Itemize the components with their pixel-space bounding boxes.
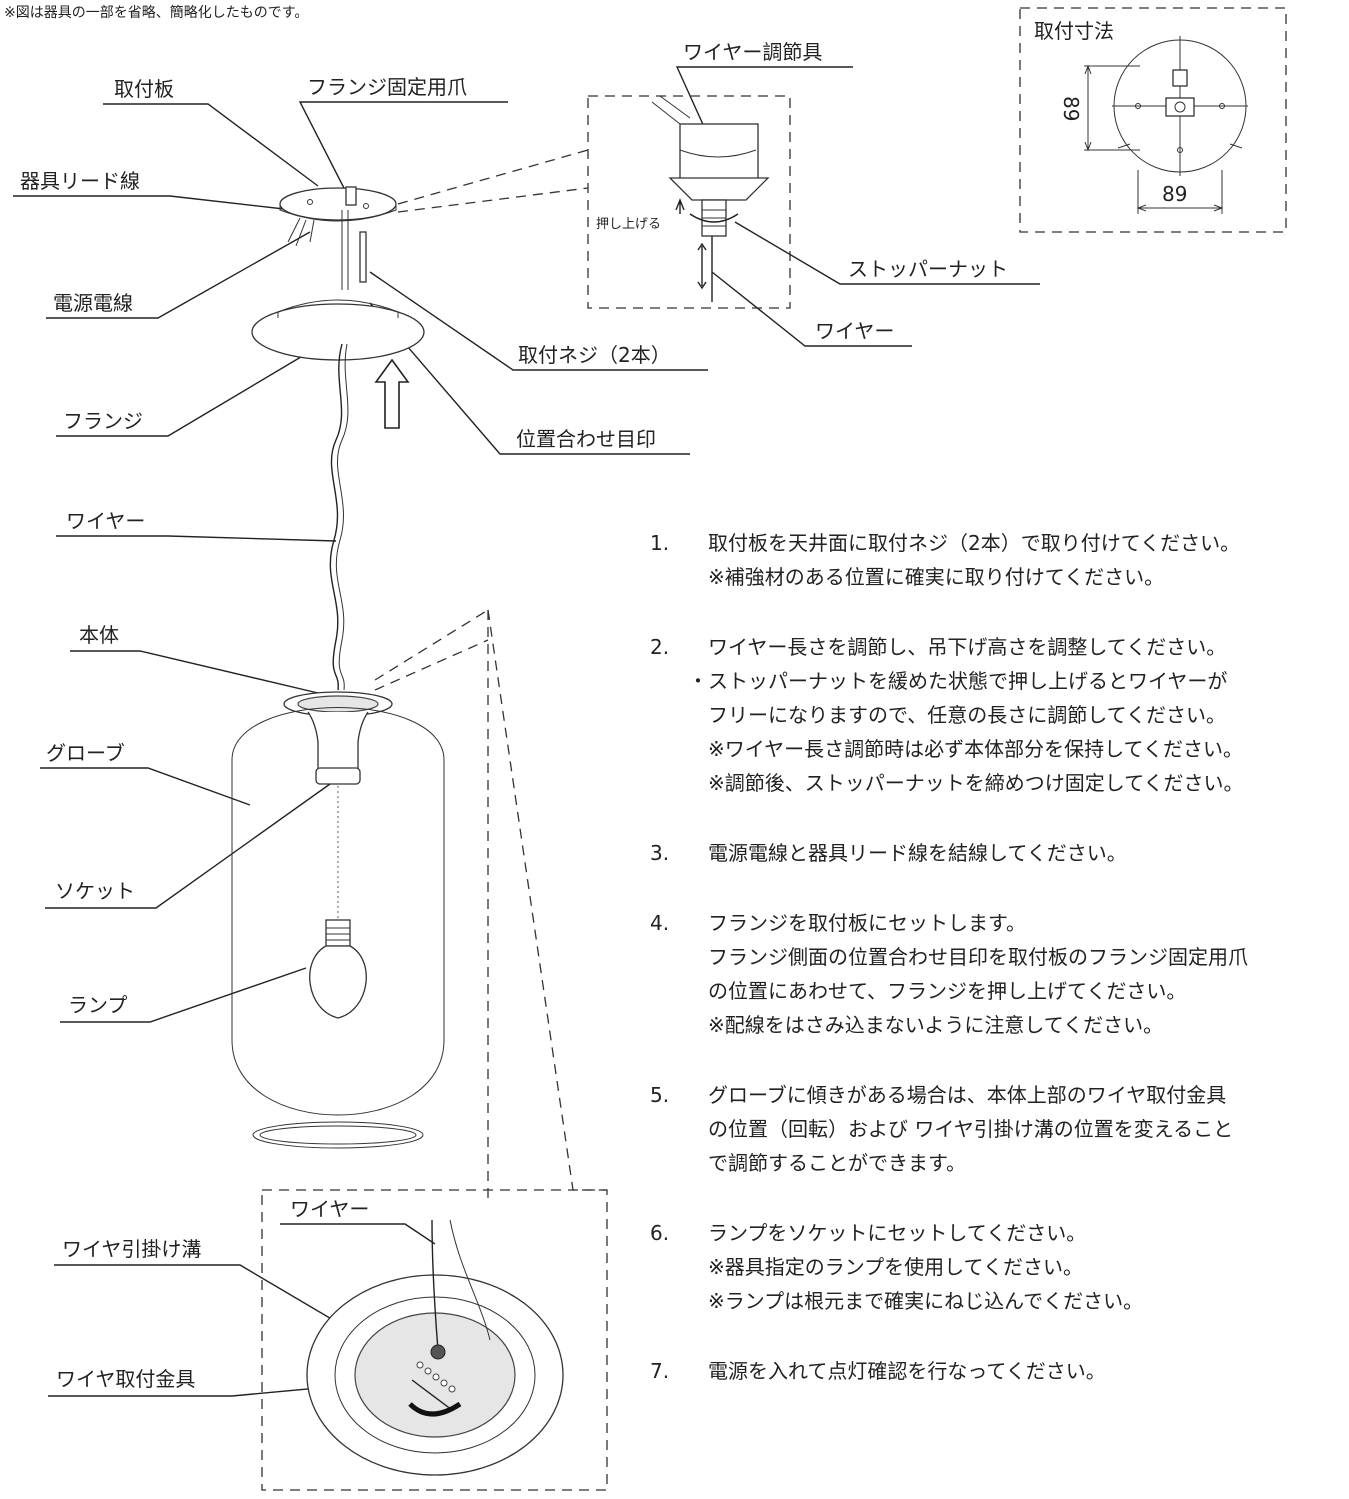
label-mounting-plate: 取付板 bbox=[103, 77, 319, 187]
step-subtext: ※ランプは根元まで確実にねじ込んでください。 bbox=[708, 1289, 1144, 1313]
step-text: ランプをソケットにセットしてください。 bbox=[708, 1221, 1087, 1245]
step-bullet: ・ストッパーナットを緩めた状態で押し上げるとワイヤーが bbox=[688, 669, 1228, 693]
detail-box-adjuster bbox=[587, 95, 791, 309]
step-number: 2. bbox=[650, 635, 670, 659]
label-wire-adjuster: ワイヤー調節具 bbox=[675, 40, 853, 141]
label-flange-claw: フランジ固定用爪 bbox=[298, 75, 508, 193]
dimension-vertical-value: 89 bbox=[1059, 96, 1083, 121]
label-fixture-lead: 器具リード線 bbox=[13, 169, 311, 213]
step-subtext: ※ワイヤー長さ調節時は必ず本体部分を保持してください。 bbox=[708, 737, 1243, 761]
label-wire-main-text: ワイヤー bbox=[66, 509, 145, 533]
label-push-up-text: 押し上げる bbox=[596, 217, 661, 232]
step-text: 取付板を天井面に取付ネジ（2本）で取り付けてください。 bbox=[708, 531, 1241, 555]
label-flange-claw-text: フランジ固定用爪 bbox=[307, 75, 467, 99]
label-wire-bracket-text: ワイヤ取付金具 bbox=[56, 1367, 195, 1391]
label-power-wire-text: 電源電線 bbox=[53, 291, 133, 315]
step-6: 6. ランプをソケットにセットしてください。 ※器具指定のランプを使用してください… bbox=[650, 1216, 1340, 1318]
label-alignment-mark-text: 位置合わせ目印 bbox=[516, 427, 656, 451]
glass-globe-drawing bbox=[231, 707, 445, 1116]
step-subtext: で調節することができます。 bbox=[708, 1151, 966, 1175]
step-text: ワイヤー長さを調節し、吊下げ高さを調整してください。 bbox=[708, 635, 1227, 659]
label-wire-hook-groove-text: ワイヤ引掛け溝 bbox=[62, 1237, 201, 1261]
label-stopper-nut: ストッパーナット bbox=[734, 221, 1040, 285]
label-lamp: ランプ bbox=[60, 967, 307, 1023]
step-text: 電源を入れて点灯確認を行なってください。 bbox=[708, 1359, 1106, 1383]
instruction-steps: 1. 取付板を天井面に取付ネジ（2本）で取り付けてください。 ※補強材のある位置に… bbox=[650, 526, 1340, 1424]
label-stopper-nut-text: ストッパーナット bbox=[848, 257, 1008, 281]
label-wire-detail-top: ワイヤー bbox=[711, 271, 912, 347]
step-text: 電源電線と器具リード線を結線してください。 bbox=[708, 841, 1127, 865]
label-fixture-lead-text: 器具リード線 bbox=[20, 169, 140, 193]
pendant-body-drawing bbox=[283, 691, 393, 785]
wire-adjuster-drawing bbox=[651, 95, 770, 302]
dimension-horizontal-value: 89 bbox=[1162, 182, 1187, 206]
step-subtext: フリーになりますので、任意の長さに調節してください。 bbox=[708, 703, 1226, 727]
step-7: 7. 電源を入れて点灯確認を行なってください。 bbox=[650, 1354, 1340, 1388]
flange-drawing bbox=[251, 299, 425, 361]
label-mounting-screw: 取付ネジ（2本） bbox=[369, 271, 708, 371]
dimension-box bbox=[1019, 7, 1287, 233]
step-text: フランジを取付板にセットします。 bbox=[708, 911, 1026, 935]
disclaimer-note: ※図は器具の一部を省略、簡略化したものです。 bbox=[4, 5, 309, 21]
lamp-bulb-drawing bbox=[309, 919, 367, 1019]
step-5: 5. グローブに傾きがある場合は、本体上部のワイヤ取付金具 の位置（回転）および … bbox=[650, 1078, 1340, 1180]
label-wire-main: ワイヤー bbox=[56, 509, 337, 542]
label-wire-detail-bottom: ワイヤー bbox=[280, 1197, 436, 1245]
label-body: 本体 bbox=[70, 623, 319, 694]
step-subtext: ※調節後、ストッパーナットを締めつけ固定してください。 bbox=[708, 771, 1244, 795]
step-text: グローブに傾きがある場合は、本体上部のワイヤ取付金具 bbox=[708, 1083, 1227, 1107]
step-1: 1. 取付板を天井面に取付ネジ（2本）で取り付けてください。 ※補強材のある位置に… bbox=[650, 526, 1340, 594]
label-mounting-plate-text: 取付板 bbox=[114, 77, 174, 101]
step-3: 3. 電源電線と器具リード線を結線してください。 bbox=[650, 836, 1340, 870]
label-alignment-mark: 位置合わせ目印 bbox=[369, 302, 690, 455]
bracket-detail-drawing bbox=[306, 1219, 564, 1476]
label-body-text: 本体 bbox=[79, 623, 119, 647]
label-power-wire: 電源電線 bbox=[46, 231, 311, 319]
wire-drawing bbox=[329, 343, 343, 691]
step-4: 4. フランジを取付板にセットします。 フランジ側面の位置合わせ目印を取付板のフラ… bbox=[650, 906, 1340, 1042]
label-wire-detail-top-text: ワイヤー bbox=[815, 319, 894, 343]
step-number: 3. bbox=[650, 841, 670, 865]
label-socket-text: ソケット bbox=[55, 879, 135, 903]
dimension-title: 取付寸法 bbox=[1034, 19, 1114, 43]
step-subtext: の位置にあわせて、フランジを押し上げてください。 bbox=[708, 979, 1187, 1003]
step-subtext: ※補強材のある位置に確実に取り付けてください。 bbox=[708, 565, 1165, 589]
step-2: 2. ワイヤー長さを調節し、吊下げ高さを調整してください。 ・ストッパーナットを緩… bbox=[650, 630, 1340, 800]
label-mounting-screw-text: 取付ネジ（2本） bbox=[518, 343, 671, 367]
step-subtext: フランジ側面の位置合わせ目印を取付板のフランジ固定用爪 bbox=[708, 945, 1248, 969]
label-socket: ソケット bbox=[45, 783, 331, 909]
push-up-arrow-icon bbox=[374, 358, 410, 429]
step-number: 4. bbox=[650, 911, 670, 935]
step-subtext: ※配線をはさみ込まないように注意してください。 bbox=[708, 1013, 1164, 1037]
step-number: 5. bbox=[650, 1083, 670, 1107]
step-subtext: ※器具指定のランプを使用してください。 bbox=[708, 1255, 1083, 1279]
label-wire-detail-bottom-text: ワイヤー bbox=[290, 1197, 369, 1221]
detail-box-bracket bbox=[261, 1189, 608, 1491]
label-flange-text: フランジ bbox=[63, 409, 143, 433]
step-number: 7. bbox=[650, 1359, 670, 1383]
label-flange: フランジ bbox=[56, 347, 317, 437]
step-number: 1. bbox=[650, 531, 670, 555]
mounting-plate-drawing bbox=[279, 186, 397, 290]
dimension-drawing bbox=[1084, 36, 1248, 214]
label-globe-text: グローブ bbox=[46, 741, 125, 765]
label-lamp-text: ランプ bbox=[68, 993, 127, 1017]
step-subtext: の位置（回転）および ワイヤ引掛け溝の位置を変えること bbox=[708, 1117, 1234, 1141]
label-wire-adjuster-text: ワイヤー調節具 bbox=[683, 40, 822, 64]
label-globe: グローブ bbox=[40, 741, 251, 806]
step-number: 6. bbox=[650, 1221, 670, 1245]
